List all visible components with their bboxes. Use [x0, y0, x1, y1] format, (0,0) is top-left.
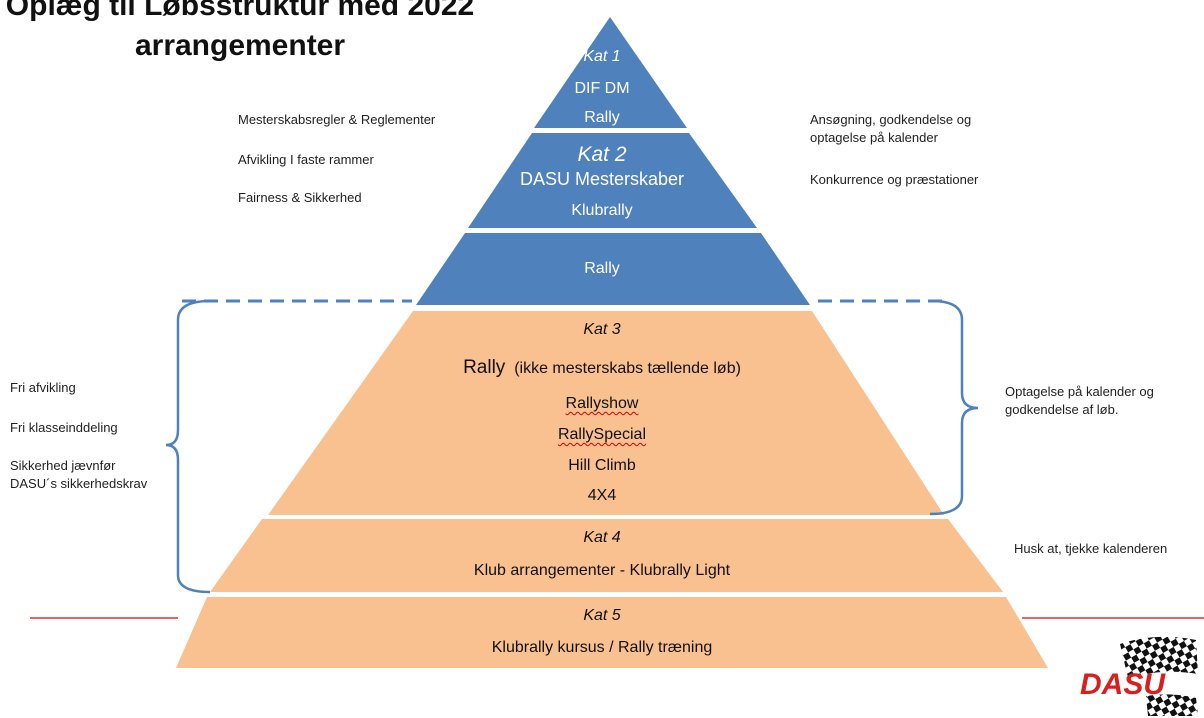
tier-kat4 [210, 519, 1003, 592]
kat3-item-hillclimb: Hill Climb [568, 457, 636, 474]
kat3-item-4x4: 4X4 [587, 487, 617, 504]
kat4-label: Kat 4 [583, 529, 621, 546]
checkered-flag-lower [1146, 694, 1198, 716]
kat3-item-rallyspecial-row: RallySpecial [0, 425, 1204, 445]
dasu-logo: DASU [1080, 636, 1198, 716]
kat1-line2: Rally [584, 109, 620, 126]
left-note-safety-line1: Sikkerhed jævnfør [10, 458, 116, 473]
right-note-application-line2: optagelse på kalender [810, 130, 938, 145]
rally-band-line: Rally [584, 260, 620, 277]
kat2-line2: Klubrally [571, 202, 633, 219]
right-note-calendar-line2: godkendelse af løb. [1005, 402, 1119, 417]
left-note-fairness: Fairness & Sikkerhed [238, 190, 362, 205]
left-note-rules: Mesterskabsregler & Reglementer [238, 112, 436, 127]
right-note-application-line1: Ansøgning, godkendelse og [810, 112, 972, 127]
title-line-2: arrangementer [134, 29, 346, 62]
kat3-item-rallyshow: Rallyshow [565, 395, 639, 412]
page-title: Oplæg til Løbsstruktur med 2022 arrangem… [0, 0, 480, 66]
kat3-item-rallyshow-row: Rallyshow [0, 394, 1204, 414]
left-bracket [165, 299, 211, 594]
kat4-line1: Klub arrangementer - Klubrally Light [473, 562, 731, 579]
title-line-1: Oplæg til Løbsstruktur med 2022 [5, 0, 475, 22]
tier-rally-band [416, 233, 810, 305]
checkered-flag-icon [1120, 636, 1198, 678]
tier-kat5 [176, 597, 1048, 668]
tier-kat2 [468, 133, 757, 228]
kat3-label: Kat 3 [583, 321, 621, 338]
right-bracket [929, 299, 979, 516]
kat3-main-note: (ikke mesterskabs tællende løb) [514, 360, 741, 377]
kat5-label: Kat 5 [583, 607, 621, 624]
kat1-label: Kat 1 [583, 48, 621, 65]
kat2-line1: DASU Mesterskaber [519, 169, 685, 189]
kat3-main-row: Rally (ikke mesterskabs tællende løb) [0, 358, 1204, 379]
right-note-competition: Konkurrence og præstationer [810, 172, 979, 187]
left-note-free-execution: Fri afvikling [10, 380, 76, 395]
left-note-free-classes: Fri klasseinddeling [10, 420, 118, 435]
kat5-line1: Klubrally kursus / Rally træning [491, 639, 713, 656]
right-note-calendar-approval: Optagelse på kalender og godkendelse af … [1005, 383, 1154, 419]
tier-kat3 [268, 311, 944, 515]
left-note-safety-line2: DASU´s sikkerhedskrav [10, 476, 148, 491]
kat2-label: Kat 2 [577, 143, 627, 166]
right-note-check-calendar: Husk at, tjekke kalenderen [1014, 541, 1168, 556]
kat1-line1: DIF DM [574, 80, 630, 97]
right-note-calendar-line1: Optagelse på kalender og [1005, 384, 1154, 399]
right-note-application: Ansøgning, godkendelse og optagelse på k… [810, 111, 971, 147]
kat3-main: Rally [463, 357, 506, 378]
kat3-item-rallyspecial: RallySpecial [557, 426, 647, 443]
tier-kat1 [534, 17, 687, 128]
left-note-safety: Sikkerhed jævnfør DASU´s sikkerhedskrav [10, 457, 147, 493]
left-note-execution: Afvikling I faste rammer [238, 152, 374, 167]
